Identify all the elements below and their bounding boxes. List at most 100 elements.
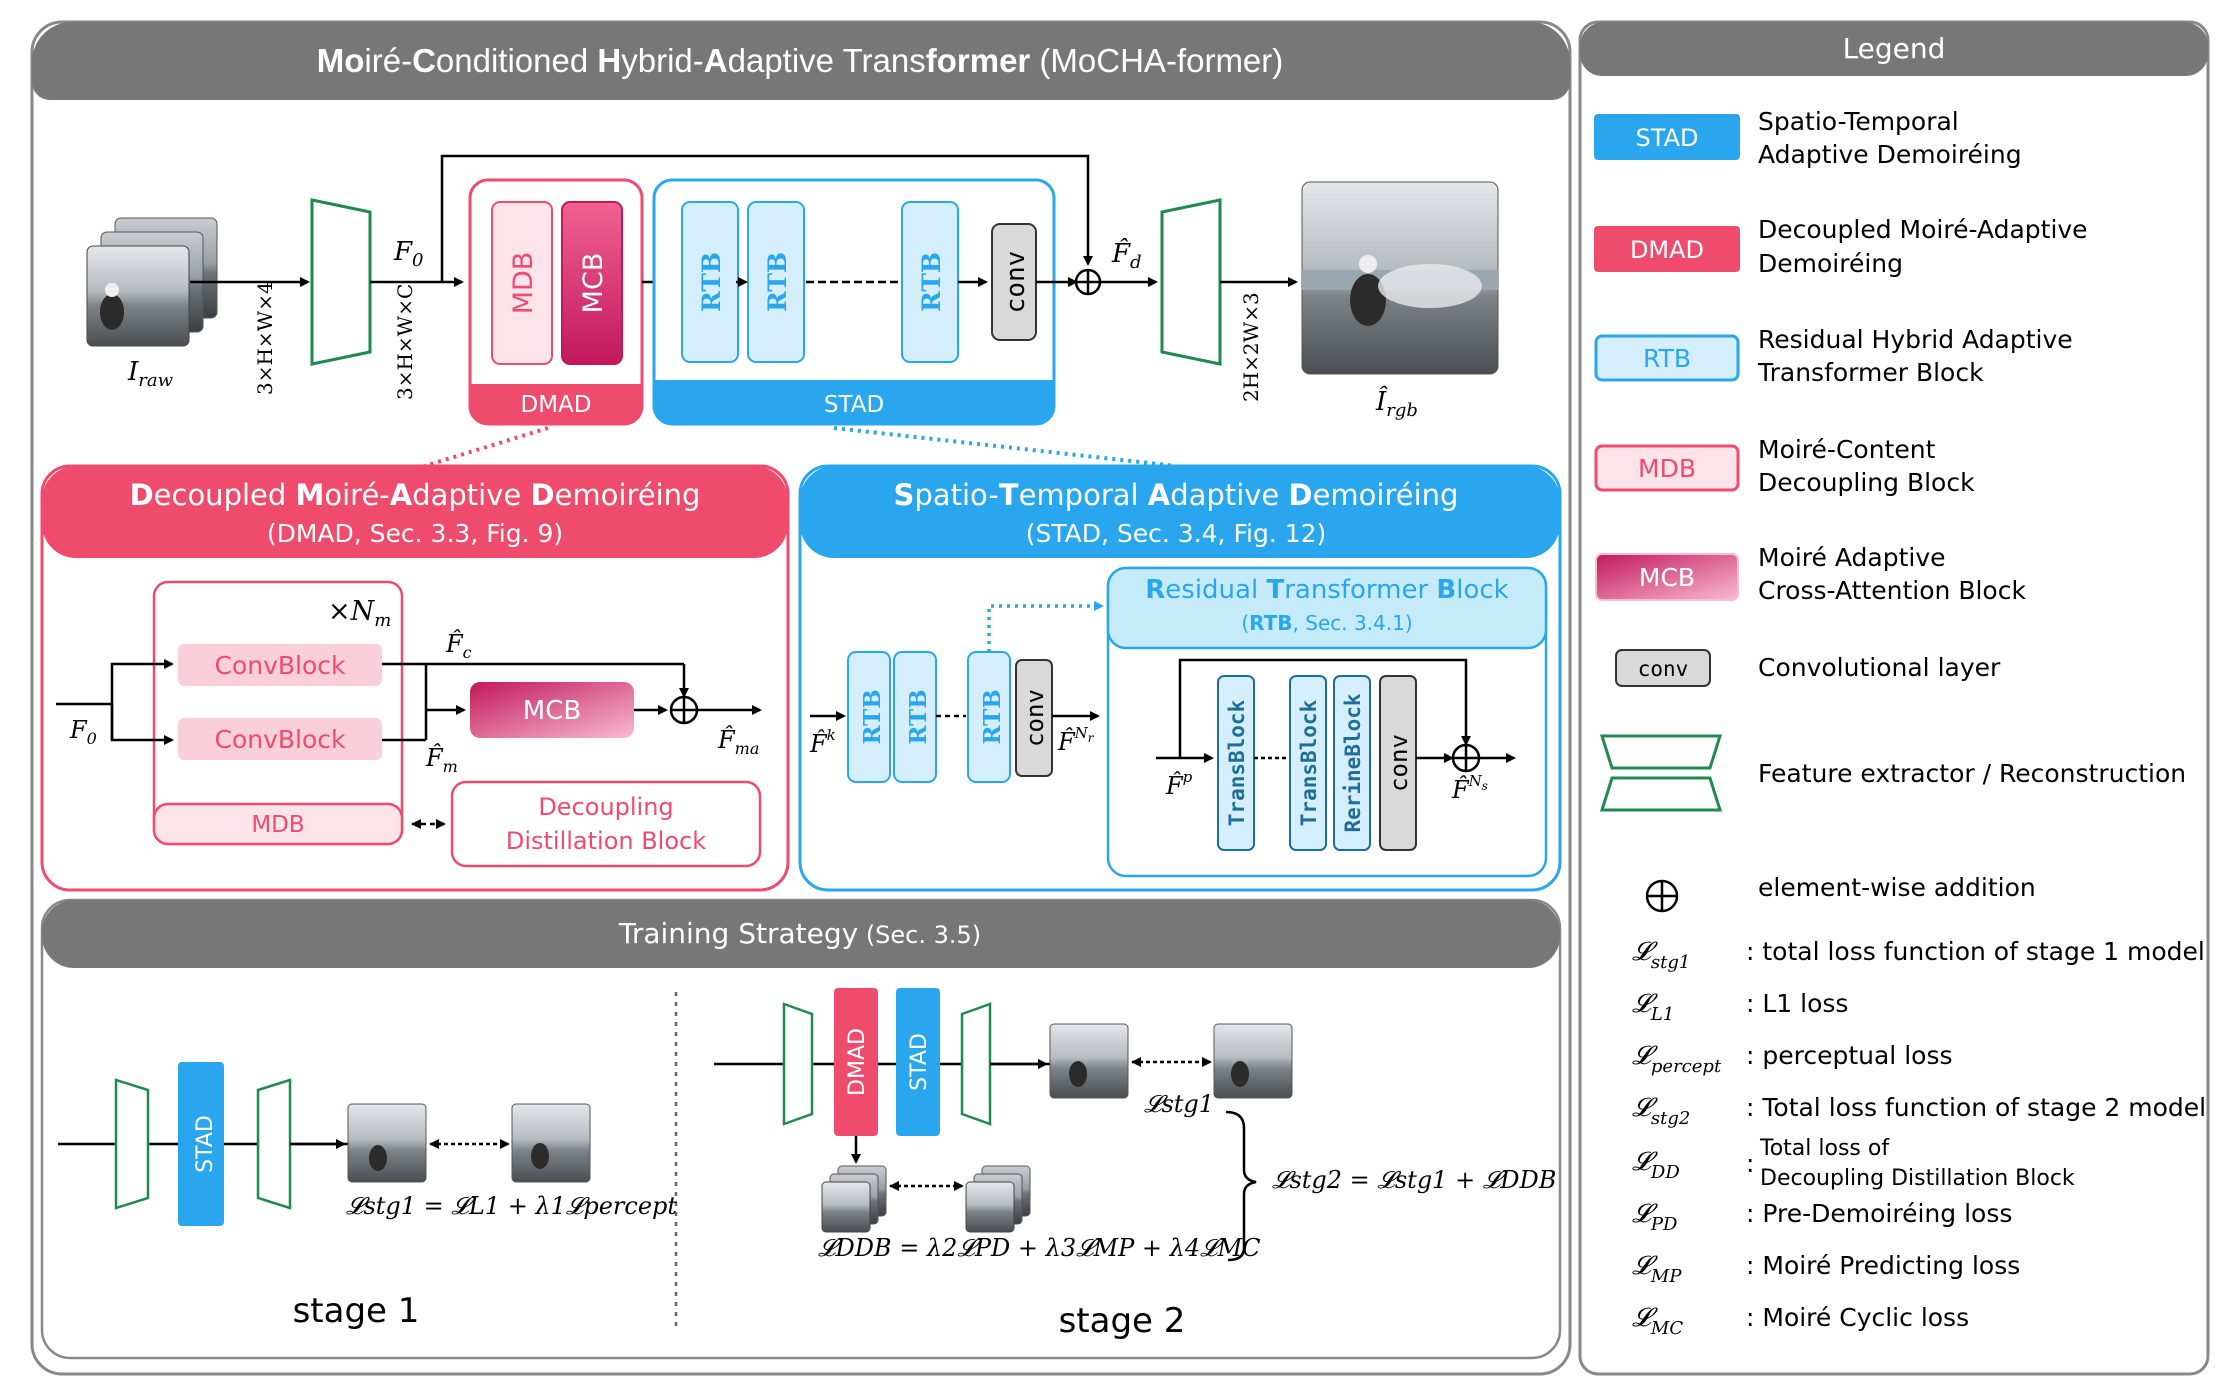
fns-label: F̂Ns <box>1451 772 1488 804</box>
dmad-f0-label: F0 <box>69 716 97 748</box>
conv-detail <box>1015 659 1053 777</box>
stage1-output-image <box>347 1103 427 1183</box>
loss-mp-symbol: 𝓛MP <box>1632 1251 1682 1287</box>
dmad-panel: Decoupled Moiré-Adaptive Demoiréing (DMA… <box>40 464 790 892</box>
iraw-label: Iraw <box>127 357 174 391</box>
legend-text-conv: Convolutional layer <box>1758 653 2001 682</box>
convblock-1 <box>178 644 382 686</box>
dmad-block: DMAD MDB MCB <box>468 178 644 426</box>
transblock-1 <box>1217 675 1255 851</box>
add-icon <box>1074 268 1102 296</box>
stage2-ddb-images-left <box>821 1165 887 1233</box>
loss-percept-desc: : perceptual loss <box>1746 1041 1953 1070</box>
legend-swatch-mdb <box>1594 444 1740 492</box>
stage1-equation: 𝓛stg1 = 𝓛L1 + λ1𝓛percept <box>346 1192 677 1220</box>
svg-text:conv: conv <box>1638 657 1689 681</box>
legend-text-dmad-2: Demoiréing <box>1758 249 1903 278</box>
svg-text:DMAD: DMAD <box>1630 236 1704 264</box>
stage2-label: stage 2 <box>1059 1301 1186 1341</box>
transblock-n <box>1289 675 1327 851</box>
dim-label-2: 3×H×W×C <box>393 284 417 400</box>
skip-connection <box>440 154 1093 282</box>
f0-label: F0 <box>393 237 424 271</box>
fd-label: F̂d <box>1111 238 1142 273</box>
loss-stg1-desc: : total loss function of stage 1 model <box>1746 937 2205 966</box>
stage1-reconstruction <box>256 1078 292 1210</box>
svg-text:MCB: MCB <box>523 696 581 726</box>
rtb-detail-1 <box>847 651 891 783</box>
loss-dd-colon: : <box>1746 1149 1754 1178</box>
legend-panel: Legend STAD Spatio-Temporal Adaptive Dem… <box>1578 20 2210 1376</box>
legend-text-stad-2: Adaptive Demoiréing <box>1758 140 2022 169</box>
stage2-gt-image <box>1213 1023 1293 1099</box>
mcb-block-detail <box>470 682 634 738</box>
loss-l1-symbol: 𝓛L1 <box>1632 989 1674 1025</box>
svg-text:STAD: STAD <box>193 1115 218 1173</box>
legend-swatch-rtb <box>1594 334 1740 382</box>
svg-text:RTB: RTB <box>697 252 726 312</box>
svg-text:RTB: RTB <box>979 689 1006 744</box>
svg-text:MDB: MDB <box>508 252 539 315</box>
stage1-label: stage 1 <box>293 1291 420 1331</box>
svg-text:RTB: RTB <box>1643 344 1691 373</box>
loss-pd-desc: : Pre-Demoiréing loss <box>1746 1199 2012 1228</box>
irgb-label: Îrgb <box>1375 385 1418 421</box>
legend-swatch-mcb <box>1595 553 1739 601</box>
svg-text:Decoupling: Decoupling <box>538 793 673 821</box>
legend-losses: 𝓛stg1 : total loss function of stage 1 m… <box>1632 937 2206 1339</box>
legend-text-mcb-2: Cross-Attention Block <box>1758 576 2026 605</box>
loss-l1-desc: : L1 loss <box>1746 989 1848 1018</box>
loss-dd-desc-2: Decoupling Distillation Block <box>1760 1166 2075 1191</box>
legend-text-mdb-2: Decoupling Block <box>1758 468 1975 497</box>
conv-inner <box>1379 675 1417 851</box>
stage2-dmad <box>834 988 878 1136</box>
rtb-block-2 <box>747 201 805 363</box>
legend-text-addition: element-wise addition <box>1758 873 2036 902</box>
dim-label-3: 2H×2W×3 <box>1239 292 1263 402</box>
svg-text:TransBlock: TransBlock <box>1225 699 1249 826</box>
loss-mc-symbol: 𝓛MC <box>1632 1303 1683 1339</box>
stage2-ddb-images-right <box>965 1165 1031 1233</box>
legend-swatch-stad <box>1594 114 1740 160</box>
stage2-ddb-equation: 𝓛DDB = λ2𝓛PD + λ3𝓛MP + λ4𝓛MC <box>818 1234 1261 1262</box>
training-title: Training Strategy (Sec. 3.5) <box>618 917 981 950</box>
legend-text-mdb-1: Moiré-Content <box>1758 435 1936 464</box>
svg-text:DMAD: DMAD <box>521 392 592 418</box>
stage1-extractor <box>114 1078 150 1210</box>
stage2-reconstruction <box>960 1002 992 1126</box>
svg-text:RTB: RTB <box>905 689 932 744</box>
stad-panel-subtitle: (STAD, Sec. 3.4, Fig. 12) <box>1026 519 1327 548</box>
legend-text-dmad-1: Decoupled Moiré-Adaptive <box>1758 215 2088 244</box>
dim-label-1: 3×H×W×4 <box>253 281 277 395</box>
stage2-stad <box>896 988 940 1136</box>
mcb-block <box>561 201 623 365</box>
brace <box>1225 1110 1257 1262</box>
fm-label: F̂m <box>425 744 458 776</box>
page-title: Moiré-Conditioned Hybrid-Adaptive Transf… <box>317 42 1284 79</box>
feature-extractor-shape <box>310 198 372 366</box>
loss-dd-desc-1: Total loss of <box>1759 1136 1890 1161</box>
svg-text:TransBlock: TransBlock <box>1297 699 1321 826</box>
legend-feature-extractor-icon <box>1599 734 1723 812</box>
fk-label: F̂k <box>809 726 836 758</box>
top-pipeline: Iraw 3×H×W×4 F0 3×H×W×C DMAD MDB MCB STA… <box>86 154 1499 472</box>
svg-text:STAD: STAD <box>907 1033 932 1091</box>
fnr-label: F̂Nr <box>1057 724 1095 756</box>
svg-text:MCB: MCB <box>1639 563 1695 592</box>
svg-text:RTB: RTB <box>763 252 792 312</box>
svg-text:MDB: MDB <box>1638 454 1696 483</box>
svg-text:RerineBlock: RerineBlock <box>1341 693 1365 832</box>
stage1-stad <box>178 1062 224 1226</box>
loss-dd-symbol: 𝓛DD <box>1632 1147 1680 1183</box>
stad-panel-title: Spatio-Temporal Adaptive Demoiréing <box>894 478 1459 512</box>
loss-stg2-desc: : Total loss function of stage 2 model <box>1746 1093 2206 1122</box>
svg-text:conv: conv <box>1021 689 1049 747</box>
rtb-detail-subtitle: (RTB, Sec. 3.4.1) <box>1241 611 1412 635</box>
legend-add-icon <box>1645 879 1679 913</box>
ddb-box <box>450 780 762 868</box>
mdb-block <box>491 201 553 365</box>
stage2-equation: 𝓛stg2 = 𝓛stg1 + 𝓛DDB <box>1272 1166 1556 1194</box>
legend-swatch-dmad <box>1594 226 1740 272</box>
svg-text:conv: conv <box>1385 734 1413 792</box>
rerineblock <box>1333 675 1371 851</box>
